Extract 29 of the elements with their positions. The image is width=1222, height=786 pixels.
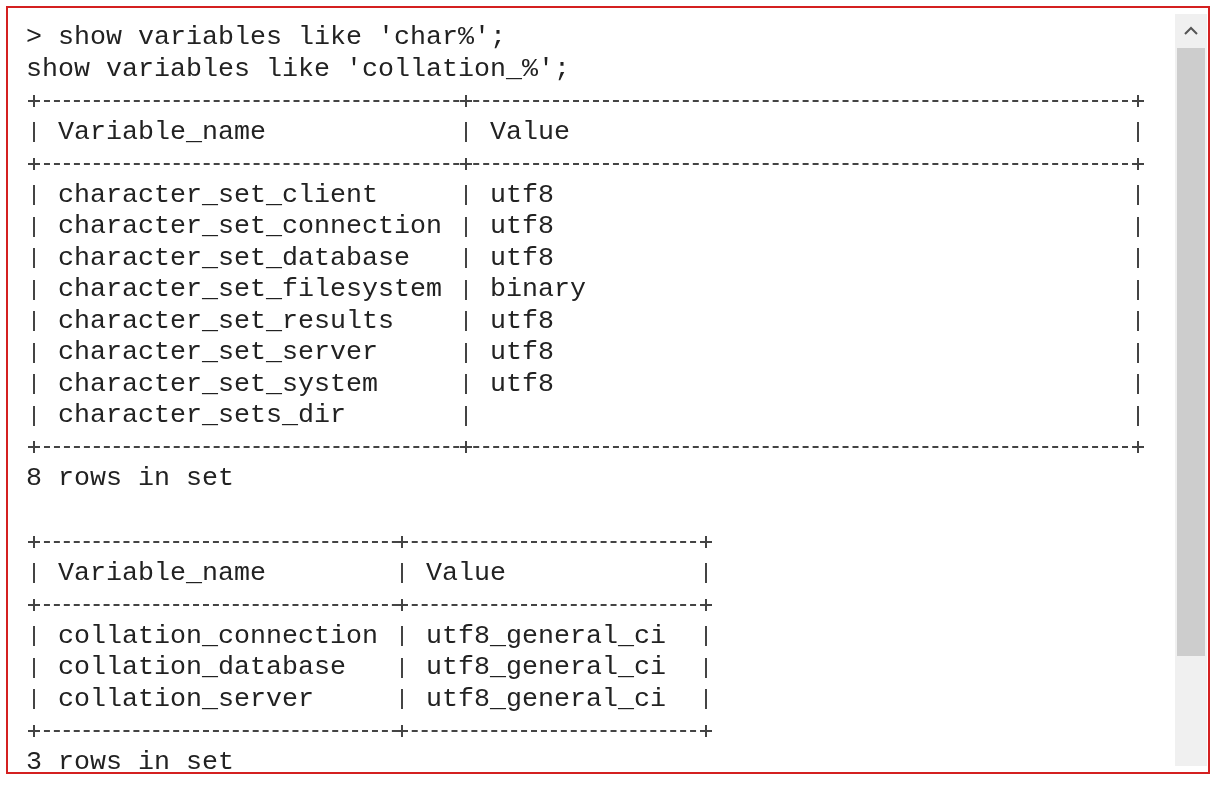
table-cell-text: character_set_filesystem bbox=[58, 274, 442, 306]
table-cell-text: character_set_server bbox=[58, 337, 378, 369]
table-cell-text: character_set_results bbox=[58, 305, 394, 337]
table-cell-text: utf8 bbox=[490, 337, 554, 369]
table-cell-text: utf8_general_ci bbox=[426, 683, 666, 715]
table-cell-text: utf8_general_ci bbox=[426, 620, 666, 652]
command-text: show variables like 'collation_%'; bbox=[26, 53, 570, 85]
column-header-text: Variable_name bbox=[58, 557, 266, 589]
table-cell-text: utf8 bbox=[490, 242, 554, 274]
table-cell-text: utf8 bbox=[490, 211, 554, 243]
table-cell-text: utf8 bbox=[490, 368, 554, 400]
column-header-text: Variable_name bbox=[58, 116, 266, 148]
table-cell-text: character_set_system bbox=[58, 368, 378, 400]
table-cell-text: character_set_client bbox=[58, 179, 378, 211]
table-cell-text: binary bbox=[490, 274, 586, 306]
command-text: > show variables like 'char%'; bbox=[26, 22, 506, 54]
table-cell-text: collation_connection bbox=[58, 620, 378, 652]
column-header-text: Value bbox=[426, 557, 506, 589]
table-cell-text: character_sets_dir bbox=[58, 400, 346, 432]
result-summary-text: 3 rows in set bbox=[26, 746, 234, 772]
table-cell-text: utf8_general_ci bbox=[426, 652, 666, 684]
table-cell-text: utf8 bbox=[490, 179, 554, 211]
table-cell-text: character_set_database bbox=[58, 242, 410, 274]
table-cell-text: collation_database bbox=[58, 652, 346, 684]
result-summary-text: 8 rows in set bbox=[26, 463, 234, 495]
table-cell-text: character_set_connection bbox=[58, 211, 442, 243]
column-header-text: Value bbox=[490, 116, 570, 148]
table-cell-text: utf8 bbox=[490, 305, 554, 337]
table-cell-text: collation_server bbox=[58, 683, 314, 715]
